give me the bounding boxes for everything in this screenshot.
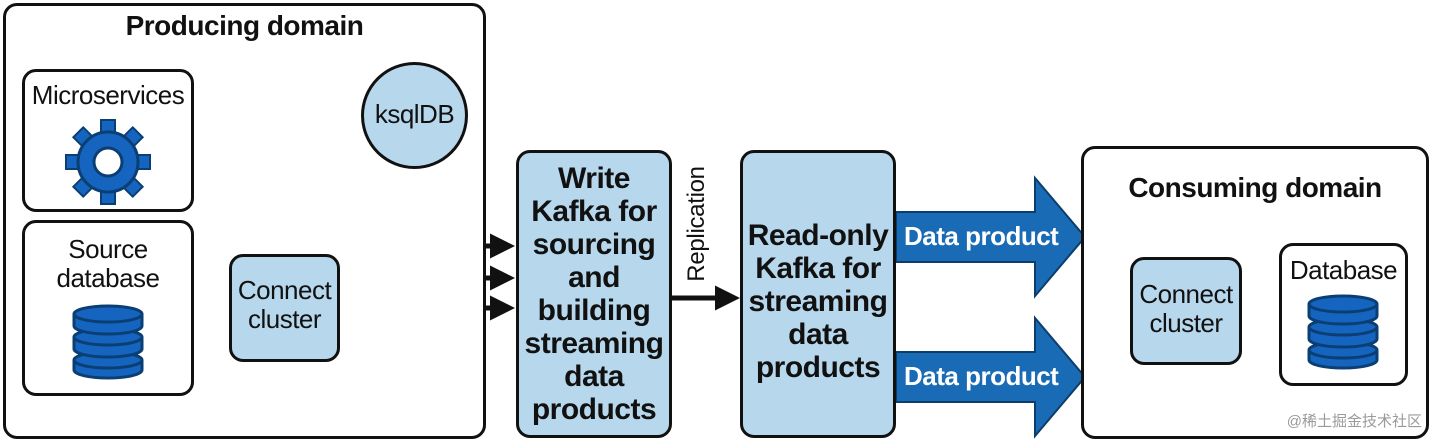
read-only-kafka-label: Read-only Kafka for streaming data produ… (747, 219, 889, 384)
ksqldb-label: ksqlDB (374, 99, 455, 129)
producing-domain-title: Producing domain (125, 10, 364, 41)
ksqldb-circle (361, 62, 468, 169)
data-product-arrow-1 (895, 175, 1087, 299)
data-product-arrow-2 (895, 315, 1087, 439)
gear-icon (65, 119, 151, 205)
data-product-label-2: Data product (904, 361, 1059, 391)
write-kafka-label: Write Kafka for sourcing and building st… (524, 162, 664, 426)
database-label: Database (1289, 255, 1398, 285)
source-database-label: Source database (56, 234, 160, 293)
producing-connect-cluster-box (229, 254, 340, 362)
producing-connect-cluster-label: Connect cluster (237, 275, 332, 334)
replication-label: Replication (683, 166, 710, 282)
read-only-kafka-box (740, 150, 896, 438)
consuming-domain-title: Consuming domain (1128, 172, 1382, 203)
write-kafka-box (516, 150, 672, 438)
consuming-connect-cluster-box (1130, 257, 1242, 365)
data-product-label-1: Data product (904, 221, 1059, 251)
consuming-connect-cluster-label: Connect cluster (1139, 279, 1233, 338)
database-icon (1307, 294, 1379, 370)
watermark-text: @稀土掘金技术社区 (1286, 413, 1422, 430)
database-icon (72, 304, 144, 380)
microservices-label: Microservices (31, 80, 185, 110)
